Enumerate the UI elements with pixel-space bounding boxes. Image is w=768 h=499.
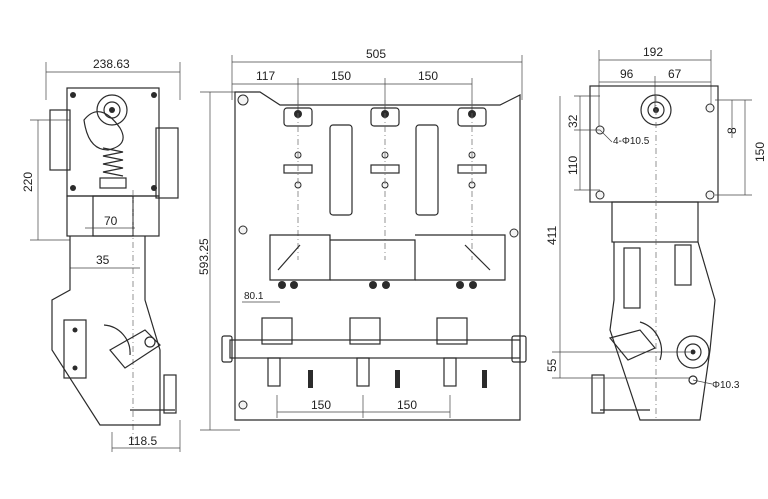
dim-front-width: 505 xyxy=(366,47,386,61)
dim-right-8: 8 xyxy=(725,127,739,134)
left-side-view: 238.63 220 70 35 xyxy=(21,57,181,452)
dim-left-70: 70 xyxy=(104,214,118,228)
dim-right-411: 411 xyxy=(545,226,559,245)
dim-right-55: 55 xyxy=(545,358,559,372)
dim-left-220: 220 xyxy=(21,172,35,192)
pole-right xyxy=(457,100,487,260)
dim-left-bottom: 118.5 xyxy=(128,434,157,448)
dim-front-80: 80.1 xyxy=(244,291,264,302)
dim-right-32: 32 xyxy=(566,114,580,128)
dim-front-bottom-150b: 150 xyxy=(397,398,417,412)
dim-right-110: 110 xyxy=(566,156,580,175)
right-side-view: 192 96 67 32 110 4-Φ10.5 8 150 xyxy=(545,45,767,421)
dim-right-96: 96 xyxy=(620,67,634,81)
dim-front-height: 593.25 xyxy=(197,238,211,275)
dim-front-117: 117 xyxy=(256,69,275,83)
dim-right-hole: 4-Φ10.5 xyxy=(613,136,650,147)
dim-front-150a: 150 xyxy=(331,69,351,83)
dim-left-35: 35 xyxy=(96,253,110,267)
dim-right-150: 150 xyxy=(753,142,767,162)
dim-front-150b: 150 xyxy=(418,69,438,83)
pole-left xyxy=(283,100,313,260)
dim-right-shaft: Φ10.3 xyxy=(712,380,740,391)
pole-middle xyxy=(370,100,400,260)
dim-front-bottom-150a: 150 xyxy=(311,398,331,412)
front-view: 505 117 150 150 593.25 xyxy=(197,47,527,431)
dim-right-192: 192 xyxy=(643,45,663,59)
dim-right-67: 67 xyxy=(668,67,682,81)
dim-left-width: 238.63 xyxy=(93,57,130,71)
